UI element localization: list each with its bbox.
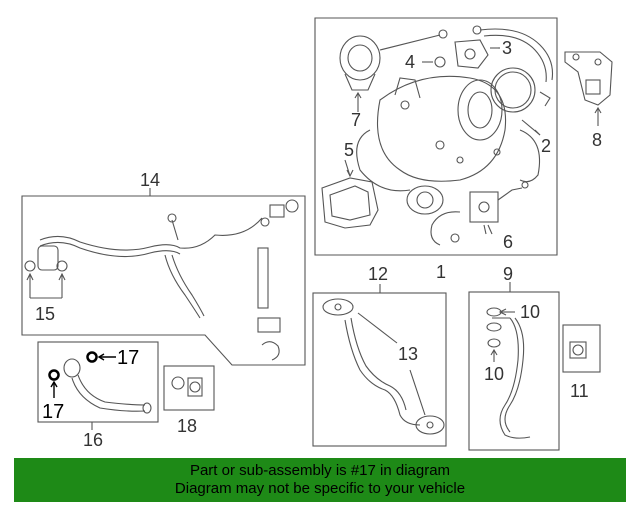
heat-shield-part-5 [321, 159, 379, 229]
callout-6: 6 [503, 232, 513, 252]
callout-7: 7 [351, 110, 361, 130]
callout-3: 3 [502, 38, 512, 58]
info-line-1: Part or sub-assembly is #17 in diagram [189, 462, 451, 479]
callout-13: 13 [398, 344, 418, 364]
gasket-part-2 [490, 67, 551, 183]
part-11-fitting [569, 341, 587, 359]
callout-10-bottom: 10 [484, 364, 504, 384]
info-banner: Part or sub-assembly is #17 in diagram D… [14, 458, 626, 502]
callout-18: 18 [177, 416, 197, 436]
oil-return-box [312, 292, 447, 447]
callout-17-right: 17 [117, 347, 139, 369]
callout-1: 1 [436, 262, 446, 282]
callout-15: 15 [35, 304, 55, 324]
part-18-fitting [171, 376, 203, 397]
washer-part-17 [48, 351, 98, 381]
part-16-box [37, 341, 159, 423]
callout-12: 12 [368, 264, 388, 284]
oil-return-pipe [322, 298, 445, 435]
coolant-pipe [486, 307, 531, 439]
callout-11: 11 [570, 381, 589, 401]
turbo-assembly-box [314, 17, 558, 256]
part-16-pipe [63, 358, 152, 414]
callout-10-top: 10 [520, 302, 540, 322]
callout-14: 14 [140, 170, 160, 190]
part-3-valve [454, 25, 554, 83]
callout-17-left: 17 [42, 401, 64, 423]
turbocharger-body [356, 75, 507, 215]
callout-5: 5 [344, 140, 354, 160]
callout-4: 4 [405, 52, 415, 72]
part-18-box [163, 365, 215, 411]
solenoid-part-6 [430, 181, 529, 246]
bracket-part-8 [564, 51, 613, 126]
oil-feed-pipe [24, 188, 299, 361]
part-11-box [562, 324, 601, 373]
oil-feed-box [21, 195, 306, 366]
wastegate-actuator-7 [339, 29, 448, 112]
callout-15-bracket [26, 272, 66, 299]
coolant-pipe-box [468, 291, 560, 451]
info-line-2: Diagram may not be specific to your vehi… [174, 480, 466, 497]
callout-2: 2 [541, 136, 551, 156]
callout-16: 16 [83, 430, 103, 450]
oring-part-4 [434, 56, 446, 68]
callout-8: 8 [592, 130, 602, 150]
callout-9: 9 [503, 264, 513, 284]
